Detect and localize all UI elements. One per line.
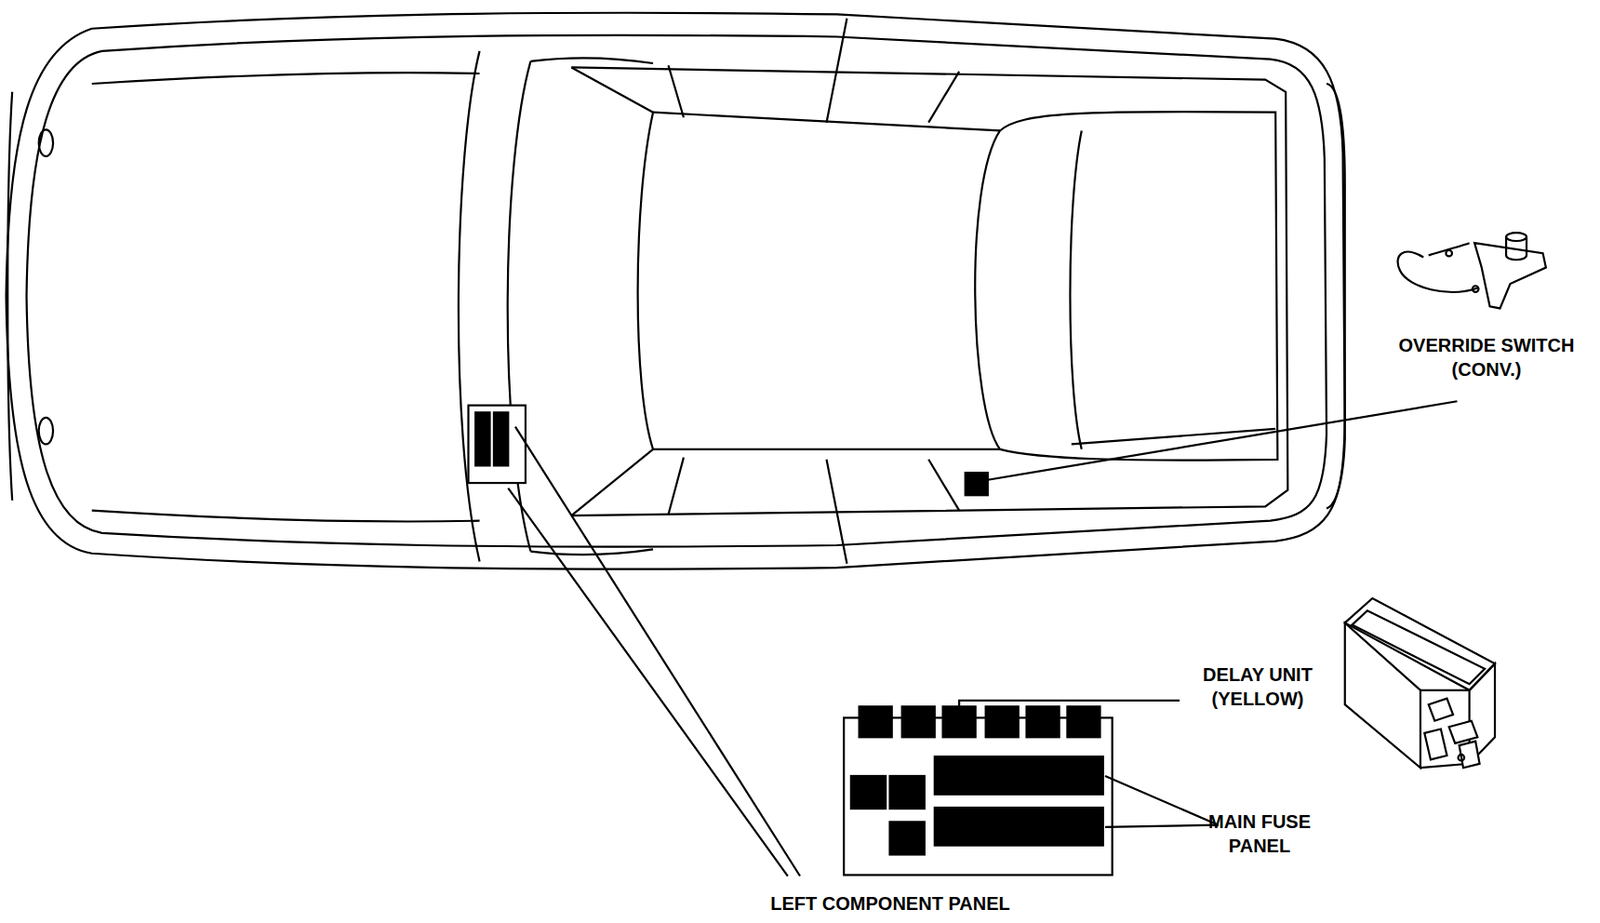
callout-label: MAIN FUSE PANEL: [1203, 809, 1316, 858]
callout-label: OVERRIDE SWITCH (CONV.): [1379, 333, 1594, 382]
callout-label: DELAY UNIT (YELLOW): [1183, 662, 1333, 711]
callout-label: LEFT COMPONENT PANEL: [704, 891, 1077, 916]
